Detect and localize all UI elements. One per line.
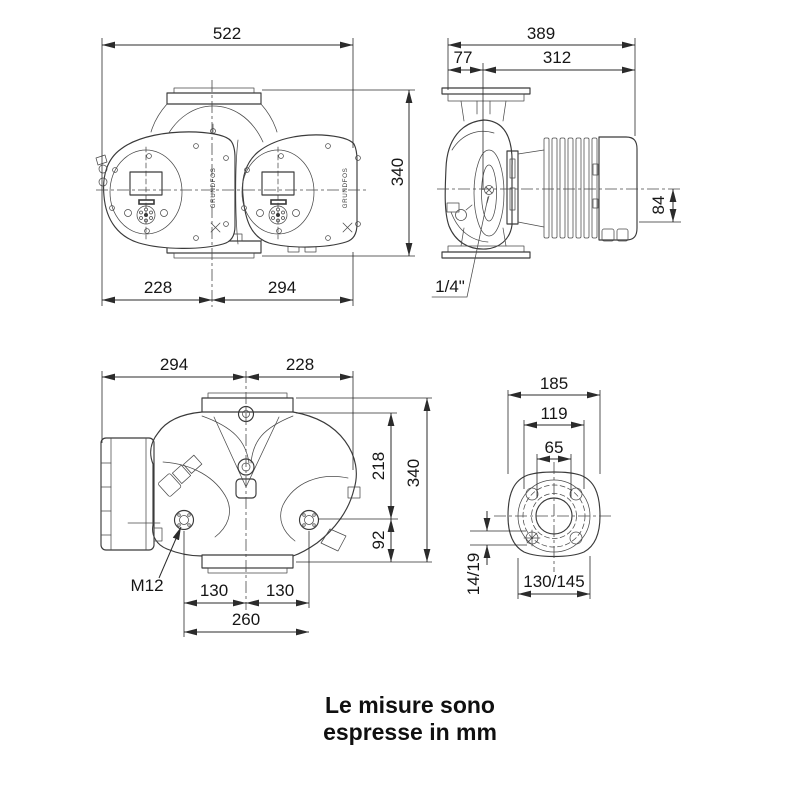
dim-label-bolt-pitch: 119 (540, 404, 567, 423)
caption: Le misure sono espresse in mm (323, 692, 497, 745)
dimensions-bottom: 294 228 218 92 340 130 130 (101, 355, 432, 637)
clamp-band (506, 150, 519, 225)
brand-label: GRUNDFOS (342, 168, 349, 209)
cable-connector (616, 228, 629, 242)
dim-label-height: 340 (388, 158, 407, 186)
view-flange: 185 119 65 14/19 130/145 (464, 374, 614, 599)
dimensions-top-front: 522 340 228 294 (101, 24, 415, 306)
caption-line-1: Le misure sono (325, 692, 495, 718)
dim-label-upper-height: 218 (369, 452, 388, 480)
dim-label-left-width: 294 (160, 355, 188, 374)
bolt-hole (569, 531, 583, 545)
motor-fins (543, 137, 598, 239)
bolt-thread-label: M12 (130, 576, 163, 595)
dim-label-right-width: 294 (268, 278, 296, 297)
clamp-screw (98, 164, 108, 174)
view-side: 389 77 312 84 1/4" (431, 24, 682, 298)
bolt-boss-left (173, 509, 195, 531)
cable-connector (601, 228, 615, 242)
bolt-hole (525, 487, 539, 501)
vent-port-label: 1/4" (435, 277, 465, 296)
dim-label-bore: 65 (545, 438, 564, 457)
view-top-front: GRUNDFOS GRUNDFOS 522 34 (95, 24, 415, 307)
bolt-hole (569, 487, 583, 501)
bolt-boss-right (298, 509, 320, 531)
dim-label-hole-size: 14/19 (464, 553, 483, 596)
pump-side-body (441, 87, 638, 259)
dim-label-right-width: 228 (286, 355, 314, 374)
dimensions-flange: 185 119 65 14/19 130/145 (464, 374, 601, 599)
bolt-leader-line (158, 526, 182, 579)
dim-label-left-width: 228 (144, 278, 172, 297)
dimensions-side: 389 77 312 84 1/4" (431, 24, 681, 298)
motor-end-cap (598, 136, 638, 241)
view-bottom: 294 228 218 92 340 130 130 (100, 355, 432, 637)
caption-line-2: espresse in mm (323, 719, 497, 745)
dim-label-body-width: 185 (540, 374, 568, 393)
dim-label-total-depth: 389 (527, 24, 555, 43)
dim-label-lower-height: 92 (369, 531, 388, 550)
flange-body (494, 462, 614, 572)
dim-label-bolt-span-right: 130 (266, 581, 294, 600)
pump-bottom-body (100, 392, 361, 574)
dim-label-axis-to-motor-end: 312 (543, 48, 571, 67)
control-box-edge (100, 437, 163, 551)
dim-label-total-height: 340 (404, 459, 423, 487)
chamfer-pad (320, 528, 347, 552)
pump-head-right: GRUNDFOS (240, 134, 362, 248)
dim-label-bolt-span-left: 130 (200, 581, 228, 600)
dim-label-total-width: 522 (213, 24, 241, 43)
grundfos-logo-x (210, 222, 221, 233)
dim-label-bolt-span-total: 260 (232, 610, 260, 629)
cable-gland (158, 454, 203, 497)
dim-label-flange-diameter: 130/145 (523, 572, 584, 591)
dim-label-terminal-offset: 84 (649, 196, 668, 215)
vent-plug (484, 185, 494, 195)
clamp-screw (98, 177, 108, 187)
drain-plug (455, 209, 467, 221)
dim-label-flange-to-axis: 77 (454, 48, 473, 67)
vent-leader-line (431, 196, 489, 298)
brand-label: GRUNDFOS (210, 168, 217, 209)
grundfos-logo-x (342, 222, 353, 233)
